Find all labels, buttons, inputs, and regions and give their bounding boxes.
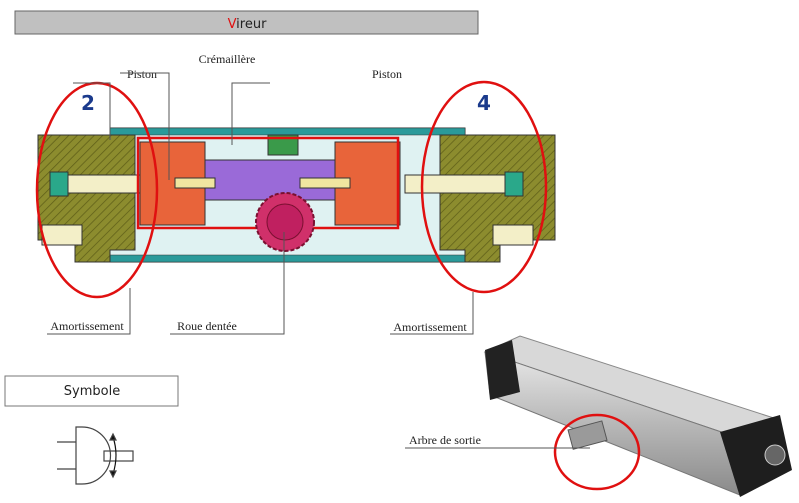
symbol-label: Symbole (64, 384, 120, 399)
right-damping-highlight (420, 80, 548, 294)
label-piston-right: Piston (372, 67, 402, 81)
title-bar: Vireur (14, 10, 479, 35)
label-cremaillere: Crémaillère (199, 52, 256, 66)
label-piston-left: Piston (127, 67, 157, 81)
chamber-number-2: 2 (81, 91, 95, 115)
symbol-header: Symbole (4, 375, 179, 407)
title-text: Vireur (228, 17, 268, 32)
output-shaft-highlight (553, 413, 641, 491)
label-amortissement-left: Amortissement (50, 319, 124, 333)
label-arbre-de-sortie: Arbre de sortie (409, 433, 481, 447)
label-roue-dentee: Roue dentée (177, 319, 237, 333)
rotary-actuator-symbol (57, 426, 134, 485)
actuator-photo (483, 335, 792, 497)
chamber-number-4: 4 (477, 91, 491, 115)
cylinder-cross-section (37, 127, 556, 263)
label-amortissement-right: Amortissement (393, 320, 467, 334)
